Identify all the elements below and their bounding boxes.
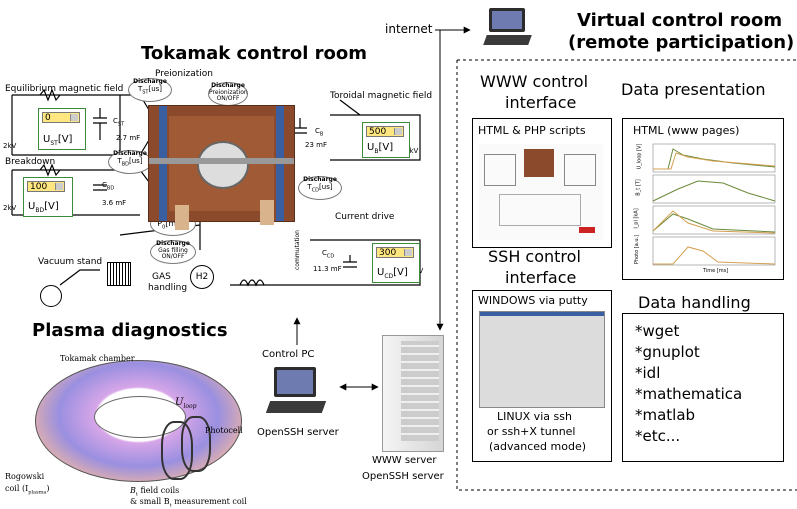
chamber-label: Tokamak chamber bbox=[60, 354, 135, 363]
cap-st-label: CST bbox=[113, 117, 125, 128]
putty-terminal-screenshot bbox=[479, 311, 605, 408]
toroidal-label: Toroidal magnetic field bbox=[330, 91, 433, 101]
handling-label: handling bbox=[148, 283, 188, 293]
tokamak-machine-image bbox=[148, 105, 295, 222]
bt-coils-label: Bt field coils bbox=[130, 486, 180, 498]
plot-ylabel-2: B_t [T] bbox=[635, 179, 642, 196]
kv-st-label: 2kV bbox=[3, 142, 17, 150]
cap-st-value: 2.7 mF bbox=[116, 134, 141, 142]
www-server-label: WWW server bbox=[372, 455, 437, 466]
ub-control[interactable]: 500 UB[V] bbox=[362, 122, 410, 158]
tst-parameter[interactable]: Discharge TST[us] bbox=[128, 78, 172, 102]
gas-label: GAS bbox=[152, 272, 171, 282]
ucd-select[interactable]: 300 bbox=[376, 247, 414, 258]
tool-gnuplot: *gnuplot bbox=[635, 343, 700, 361]
www-interface-panel[interactable]: HTML & PHP scripts bbox=[472, 118, 612, 248]
www-panel-title: HTML & PHP scripts bbox=[478, 124, 586, 137]
current-drive-label: Current drive bbox=[335, 212, 395, 222]
ssh-linux-1: LINUX via ssh bbox=[497, 410, 572, 423]
virtual-room-title: Virtual control room bbox=[577, 10, 783, 31]
www-control-title: WWW control bbox=[480, 72, 589, 91]
uloop-label: Uloop bbox=[175, 397, 197, 410]
breakdown-label: Breakdown bbox=[5, 157, 56, 167]
ust-control[interactable]: 0 UST[V] bbox=[38, 108, 86, 150]
control-room-title: Tokamak control room bbox=[141, 43, 368, 64]
remote-computer-icon bbox=[483, 8, 532, 48]
www-screenshot bbox=[479, 144, 603, 240]
support-leg-right bbox=[260, 200, 274, 225]
tool-wget: *wget bbox=[635, 322, 680, 340]
www-control-title-2: interface bbox=[505, 93, 577, 112]
bt-coils-label-2: & small Bt measurement coil bbox=[130, 497, 247, 509]
vacuum-stand-icon bbox=[40, 285, 62, 307]
virtual-room-subtitle: (remote participation) bbox=[568, 32, 795, 53]
ucd-label: UCD[V] bbox=[377, 267, 408, 280]
h2-tank: H2 bbox=[190, 265, 214, 289]
chevron-down-icon[interactable] bbox=[394, 128, 402, 135]
chevron-down-icon[interactable] bbox=[404, 249, 412, 256]
preion-onoff-parameter[interactable]: Discharge Preionization ON/OFF bbox=[208, 82, 248, 106]
tool-mathematica: *mathematica bbox=[635, 385, 743, 403]
ssh-control-title-2: interface bbox=[505, 268, 577, 287]
server-icon bbox=[382, 335, 444, 452]
commutation-label: commutation bbox=[294, 230, 301, 270]
torus-image bbox=[35, 360, 242, 482]
data-presentation-panel[interactable]: HTML (www pages) U_loop [V] B_t [T] I_pl… bbox=[622, 118, 784, 280]
chevron-down-icon[interactable] bbox=[55, 183, 63, 190]
server-openssh-label: OpenSSH server bbox=[362, 471, 444, 482]
cap-cd-label: CCD bbox=[322, 249, 335, 260]
photocell-label: Photocell bbox=[205, 426, 243, 435]
tool-idl: *idl bbox=[635, 364, 661, 382]
equilibrium-label: Equilibrium magnetic field bbox=[5, 84, 124, 94]
ubd-label: UBD[V] bbox=[28, 201, 59, 214]
data-handling-title: Data handling bbox=[638, 293, 751, 312]
tool-matlab: *matlab bbox=[635, 406, 696, 424]
data-plots bbox=[652, 143, 776, 266]
plot-ylabel-1: U_loop [V] bbox=[636, 143, 643, 170]
vacuum-pump-icon bbox=[107, 262, 131, 286]
control-pc-label: Control PC bbox=[262, 349, 315, 360]
preionization-label: Preionization bbox=[155, 69, 213, 79]
ub-select[interactable]: 500 bbox=[366, 126, 404, 137]
rogowski-label-1: Rogowski bbox=[5, 472, 45, 481]
chevron-down-icon[interactable] bbox=[70, 114, 78, 121]
cap-cd-value: 11.3 mF bbox=[313, 265, 342, 273]
data-handling-panel: *wget *gnuplot *idl *mathematica *matlab… bbox=[622, 313, 784, 462]
pc-openssh-label: OpenSSH server bbox=[257, 427, 339, 438]
plasma-diagnostics-title: Plasma diagnostics bbox=[32, 320, 228, 341]
ssh-linux-3: (advanced mode) bbox=[489, 440, 587, 453]
ubd-select[interactable]: 100 bbox=[27, 181, 65, 192]
ssh-panel-title: WINDOWS via putty bbox=[478, 294, 588, 307]
plot-ylabel-3: I_pl [kA] bbox=[633, 208, 640, 229]
ucd-control[interactable]: 300 UCD[V] bbox=[372, 243, 420, 283]
cap-bd-label: CBD bbox=[102, 181, 115, 192]
data-panel-title: HTML (www pages) bbox=[633, 124, 740, 137]
ssh-control-title: SSH control bbox=[488, 247, 581, 266]
vacuum-stand-label: Vacuum stand bbox=[38, 257, 103, 267]
ubd-control[interactable]: 100 UBD[V] bbox=[23, 177, 73, 217]
ust-label: UST[V] bbox=[43, 134, 73, 147]
support-leg-left bbox=[175, 205, 189, 230]
cap-b-label: CB bbox=[315, 127, 324, 138]
cap-b-value: 23 mF bbox=[305, 141, 327, 149]
kv-bd-label: 2kV bbox=[3, 204, 17, 212]
ust-select[interactable]: 0 bbox=[42, 112, 80, 123]
internet-label: internet bbox=[385, 22, 433, 36]
cap-bd-value: 3.6 mF bbox=[102, 199, 127, 207]
rogowski-label-2: coil (Iplasma) bbox=[5, 484, 50, 496]
tbd-parameter[interactable]: Discharge TBD[us] bbox=[108, 150, 152, 174]
kv-b-label: 2kV bbox=[405, 147, 419, 155]
plot-xlabel: Time [ms] bbox=[703, 268, 729, 274]
ub-label: UB[V] bbox=[367, 142, 394, 155]
tcd-parameter[interactable]: Discharge TCD[us] bbox=[298, 176, 342, 200]
plot-ylabel-4: Photo [a.u.] bbox=[634, 234, 641, 265]
gas-onoff-parameter[interactable]: Discharge Gas filling ON/OFF bbox=[150, 240, 196, 264]
control-pc-icon bbox=[265, 367, 327, 415]
tool-etc: *etc... bbox=[635, 427, 681, 445]
ssh-linux-2: or ssh+X tunnel bbox=[487, 425, 576, 438]
ssh-interface-panel[interactable]: WINDOWS via putty LINUX via ssh or ssh+X… bbox=[472, 290, 612, 462]
data-presentation-title: Data presentation bbox=[621, 80, 766, 99]
